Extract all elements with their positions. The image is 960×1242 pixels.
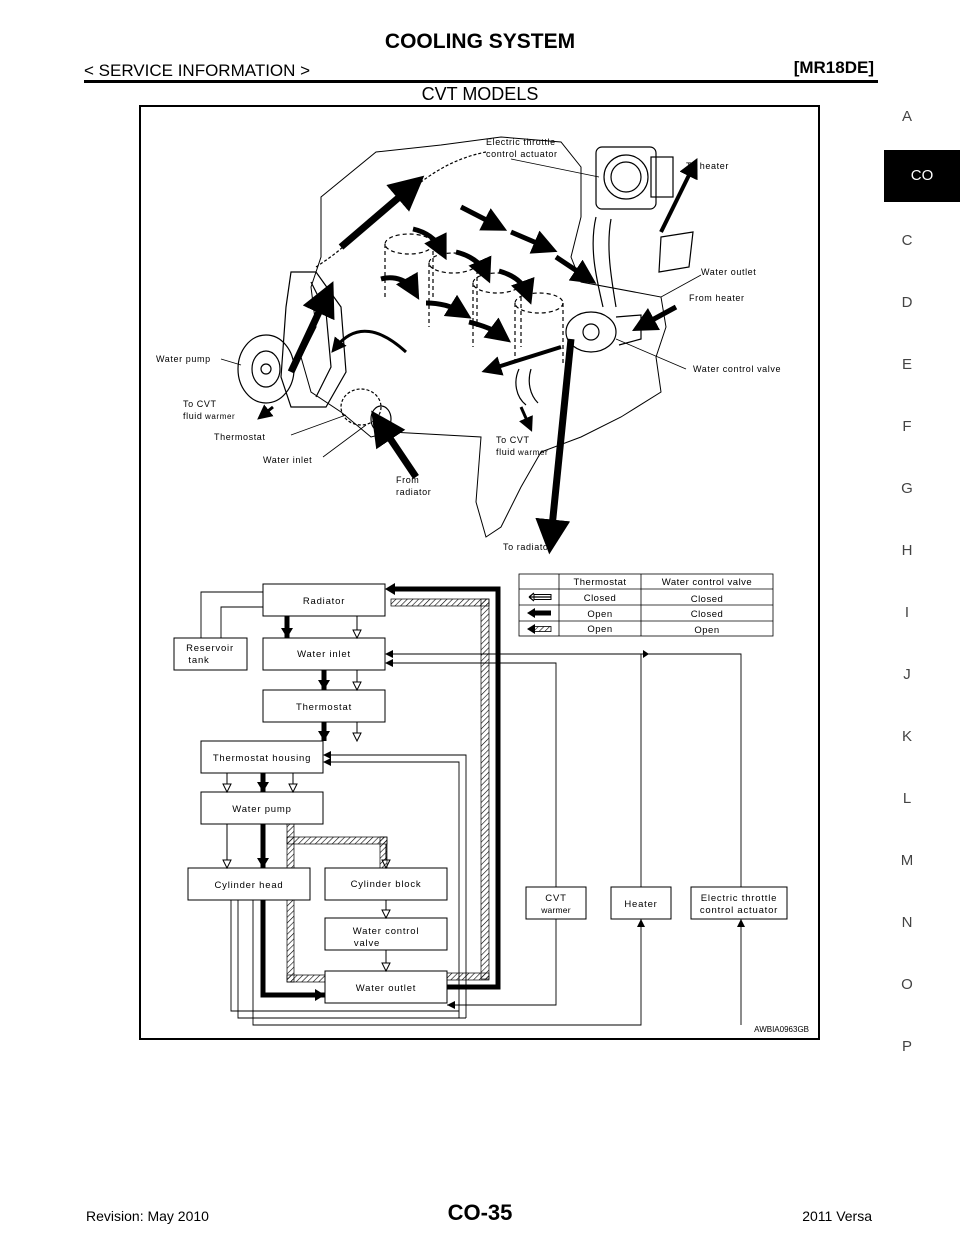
label-from: From [396,475,419,485]
index-letter-f[interactable]: F [902,418,912,435]
legend-swatches [527,592,552,634]
box-thermostat-housing [200,740,324,774]
index-tab-co-active[interactable]: CO [884,150,960,202]
box-label-cylinder-block: Cylinder block [351,879,422,890]
index-letter-d[interactable]: D [901,294,913,311]
label-fluid-center: fluid [496,447,516,457]
section-title: CVT MODELS [421,84,539,104]
legend-table [518,573,774,637]
index-letter-c[interactable]: C [901,232,913,249]
legend-arrow-solid-body [534,610,551,616]
index-letter-l[interactable]: L [902,790,912,807]
box-radiator [262,583,386,617]
flow-hatched-path [286,598,490,983]
cooling-diagram-svg: Electric throttle control actuator To he… [156,136,809,1034]
box-label-water-control-1: Water control [353,926,420,937]
index-letter-e[interactable]: E [901,356,912,373]
engine-model: [MR18DE] [793,58,874,77]
flow-solid-arrowheads [257,583,395,1001]
legend-arrow-outline-body [533,594,552,600]
legend-arrow-hatched-body [533,626,552,632]
footer-vehicle: 2011 Versa [802,1208,872,1224]
cooling-circuit-figure: Electric throttle control actuator To he… [139,105,820,1040]
box-water-outlet [324,970,448,1004]
index-letter-g[interactable]: G [901,480,913,497]
legend-r1-valve: Closed [691,594,724,605]
index-letter-o[interactable]: O [901,976,913,993]
figure-id: AWBIA0963GB [754,1025,809,1034]
box-label-eta-2: control actuator [700,905,778,916]
box-label-heater: Heater [624,899,657,910]
header-rule [84,80,878,83]
label-water-outlet: Water outlet [701,267,756,277]
box-label-cvt-1: CVT [545,893,566,904]
box-label-thermostat: Thermostat [296,702,352,713]
box-label-reservoir-1: Reservoir [186,643,234,654]
legend-r2-thermostat: Open [587,609,612,620]
engine-flow-arrows [257,158,698,555]
label-warmer-left: warmer [204,412,235,421]
label-throttle-2: control actuator [486,149,558,159]
box-reservoir [173,637,248,671]
index-letter-i[interactable]: I [904,604,910,621]
flow-outline-arrows [222,616,391,973]
label-fluid-left: fluid [183,411,203,421]
legend-r3-thermostat: Open [587,624,612,635]
label-radiator: radiator [396,487,431,497]
box-label-cylinder-head: Cylinder head [214,880,283,891]
legend-arrow-hatched-head [527,624,535,634]
label-to-cvt-center: To CVT [496,435,530,445]
label-water-control-valve: Water control valve [693,364,781,374]
page-title: COOLING SYSTEM [384,30,576,53]
legend-r2-valve: Closed [691,609,724,620]
flow-boxes [173,583,788,1004]
label-to-radiator: To radiator [503,542,552,552]
box-label-eta-1: Electric throttle [701,893,777,904]
legend-arrow-outline [528,592,551,602]
legend-header-thermostat: Thermostat [573,577,626,588]
index-letter-a[interactable]: A [901,108,912,125]
footer-revision: Revision: May 2010 [86,1208,209,1224]
index-letter-n[interactable]: N [901,914,913,931]
label-warmer-center: warmer [517,448,548,457]
label-water-inlet: Water inlet [263,455,312,465]
label-throttle-1: Electric throttle [486,137,556,147]
box-label-water-outlet: Water outlet [356,983,416,994]
index-letter-j[interactable]: J [903,666,911,683]
box-label-reservoir-2: tank [188,655,209,666]
index-letter-p[interactable]: P [901,1038,912,1055]
legend-r3-valve: Open [694,625,719,636]
legend-header-valve: Water control valve [662,577,752,588]
box-label-water-control-2: valve [354,938,380,949]
box-label-water-pump: Water pump [232,804,291,815]
box-water-pump [200,791,324,825]
box-electric-throttle [690,886,788,920]
box-label-cvt-2: warmer [540,905,571,915]
circuit-lines [200,591,742,1026]
box-label-thermostat-housing: Thermostat housing [213,753,311,764]
index-letter-h[interactable]: H [901,542,913,559]
box-label-water-inlet: Water inlet [297,649,351,660]
legend-arrow-solid-head [527,608,535,618]
label-to-cvt-left: To CVT [183,399,217,409]
box-label-radiator: Radiator [303,596,345,607]
footer-page-number: CO-35 [447,1200,513,1225]
leader-lines [220,158,702,458]
label-to-heater: To heater [686,161,729,171]
index-letter-k[interactable]: K [901,728,912,745]
legend-r1-thermostat: Closed [584,593,617,604]
label-from-heater: From heater [689,293,745,303]
circuit-arrowheads [323,650,745,1009]
section-breadcrumb: < SERVICE INFORMATION > [84,61,311,80]
index-letter-m[interactable]: M [900,852,914,869]
label-thermostat: Thermostat [214,432,266,442]
box-water-inlet [262,637,386,671]
box-cylinder-head [187,867,311,901]
label-water-pump: Water pump [156,354,211,364]
box-water-control-valve [324,917,448,951]
